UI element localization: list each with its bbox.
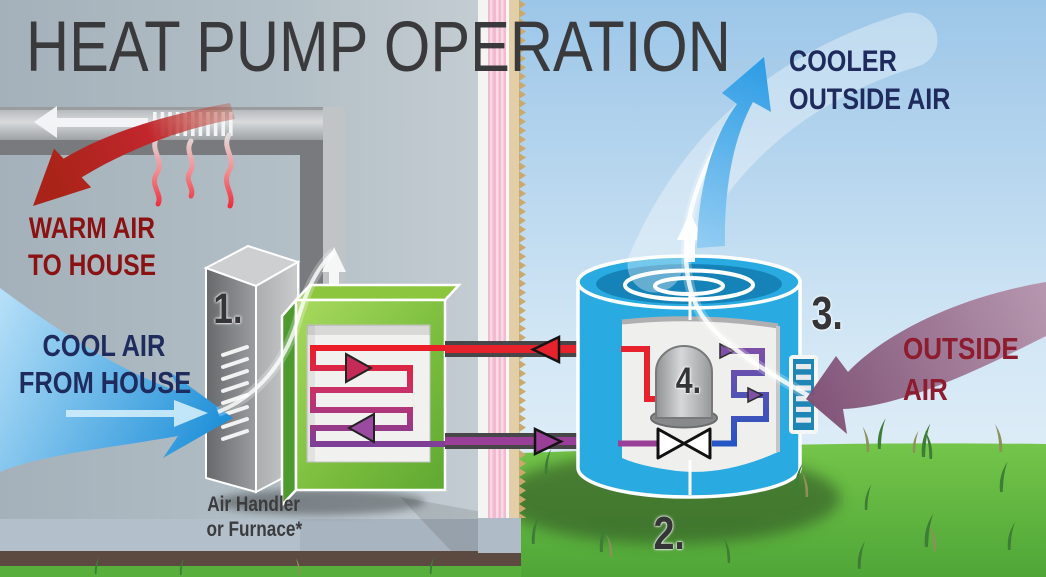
air-handler-shadow: [215, 489, 425, 515]
duct-airflow-arrow-icon: [34, 106, 148, 138]
compressor: [650, 345, 718, 429]
cool-air-line2: FROM HOUSE: [18, 365, 192, 400]
cool-air-inner-arrow-icon: [66, 400, 208, 427]
indoor-coil-unit: [280, 283, 462, 509]
cooler-outside-air-label: COOLER OUTSIDE AIR: [789, 43, 981, 119]
marker-1-air-handler: 1.: [213, 285, 243, 333]
hot-line-pipe: [445, 345, 588, 353]
outside-air-label: OUTSIDE AIR: [903, 328, 1041, 410]
warm-air-line1: WARM AIR: [28, 212, 156, 245]
outside-air-line2: AIR: [903, 372, 948, 407]
outdoor-coil-arrow2-icon: [747, 386, 764, 404]
grass-blades: [94, 418, 1015, 575]
warm-air-line2: TO HOUSE: [27, 249, 157, 282]
outdoor-airflow-path-line: [627, 12, 938, 405]
refrigerant-lines: [445, 335, 588, 456]
marker-2-outdoor-unit: 2.: [653, 507, 685, 559]
heat-waves-icon: [151, 132, 234, 209]
cold-line-pipe: [445, 437, 588, 445]
indoor-airflow-path-line: [216, 248, 338, 417]
page-title: HEAT PUMP OPERATION: [26, 8, 865, 87]
cooler-air-arrow-icon: [697, 57, 771, 248]
air-handler-caption-line1: Air Handler: [207, 493, 301, 516]
indoor-floor: [0, 497, 521, 577]
cool-air-line1: COOL AIR: [42, 328, 166, 363]
coil-flow-arrow-right-icon: [345, 352, 374, 384]
cool-air-label: COOL AIR FROM HOUSE: [0, 327, 208, 401]
outdoor-coil-arrow1-icon: [719, 342, 736, 360]
warm-air-label: WARM AIR TO HOUSE: [6, 210, 178, 284]
marker-4-compressor: 4.: [675, 360, 701, 401]
fan-airflow-arrow-icon: [677, 212, 703, 262]
foundation: [478, 518, 521, 553]
marker-3-air-intake: 3.: [811, 287, 843, 339]
cooler-air-line2: OUTSIDE AIR: [789, 83, 951, 116]
expansion-valve-icon: [656, 427, 712, 460]
outside-air-arrow-icon: [806, 282, 1046, 434]
outside-air-line1: OUTSIDE: [903, 331, 1019, 366]
title-text: HEAT PUMP OPERATION: [26, 8, 731, 87]
coil-flow-arrow-left-icon: [346, 412, 375, 444]
air-handler-caption-line2: or Furnace*: [206, 518, 302, 541]
warm-air-arrow-icon: [33, 103, 235, 206]
cooler-air-line1: COOLER: [789, 45, 897, 78]
air-handler-caption: Air Handler or Furnace*: [166, 492, 342, 542]
hot-flow-arrow-icon: [530, 335, 561, 364]
indoor-coil-serpentine: [310, 345, 445, 447]
cold-flow-arrow-icon: [533, 427, 564, 456]
compressor-hot-pipe: [621, 346, 657, 402]
house-wall-cross-section: [478, 0, 527, 553]
